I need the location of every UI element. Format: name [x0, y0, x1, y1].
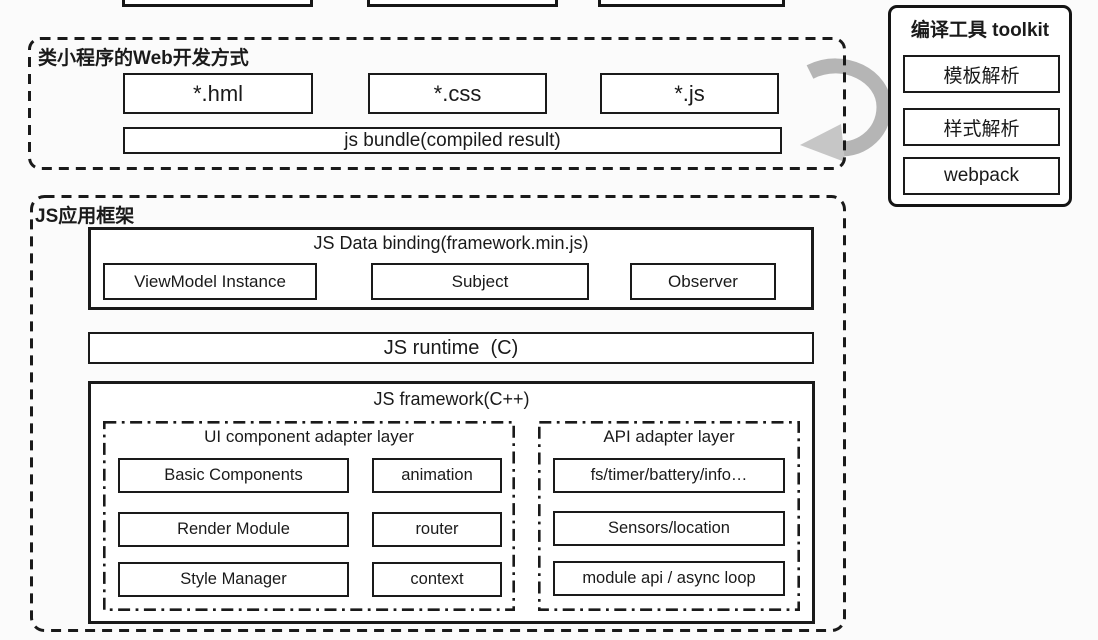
ui-adapter-title: UI component adapter layer	[204, 427, 414, 446]
js-framework-box: JS framework(C++) UI component adapter l…	[88, 381, 815, 624]
js-framework-title: JS framework(C++)	[373, 389, 530, 409]
js-runtime-box: JS runtime (C)	[88, 332, 814, 364]
module-api-async-loop-box: module api / async loop	[553, 561, 785, 596]
ui-adapter-layer: UI component adapter layer Basic Compone…	[103, 421, 515, 611]
context-box: context	[372, 562, 502, 597]
viewmodel-instance-box: ViewModel Instance	[103, 263, 317, 300]
framework-title: JS应用框架	[35, 206, 135, 227]
top-partial-box-1	[122, 0, 313, 7]
subject-box: Subject	[371, 263, 589, 300]
toolkit-item-webpack: webpack	[903, 157, 1060, 195]
js-app-framework-group: JS应用框架 JS Data binding(framework.min.js)…	[30, 195, 846, 632]
js-bundle-box: js bundle(compiled result)	[123, 127, 782, 154]
fs-timer-battery-box: fs/timer/battery/info…	[553, 458, 785, 493]
basic-components-box: Basic Components	[118, 458, 349, 493]
webdev-title: 类小程序的Web开发方式	[38, 48, 249, 69]
data-binding-title: JS Data binding(framework.min.js)	[313, 233, 589, 253]
style-manager-box: Style Manager	[118, 562, 349, 597]
file-box-css: *.css	[368, 73, 547, 114]
toolkit-title: 编译工具 toolkit	[910, 20, 1050, 41]
toolkit-item-style-parse: 样式解析	[903, 108, 1060, 146]
api-adapter-layer: API adapter layer fs/timer/battery/info……	[538, 421, 800, 611]
top-partial-box-3	[598, 0, 785, 7]
file-box-hml: *.hml	[123, 73, 313, 114]
toolkit-item-template-parse: 模板解析	[903, 55, 1060, 93]
router-box: router	[372, 512, 502, 547]
sensors-location-box: Sensors/location	[553, 511, 785, 546]
file-box-js: *.js	[600, 73, 779, 114]
render-module-box: Render Module	[118, 512, 349, 547]
api-adapter-title: API adapter layer	[603, 427, 735, 446]
observer-box: Observer	[630, 263, 776, 300]
animation-box: animation	[372, 458, 502, 493]
webdev-group: 类小程序的Web开发方式 *.hml *.css *.js js bundle(…	[28, 37, 846, 170]
toolkit-panel: 编译工具 toolkit 模板解析 样式解析 webpack	[888, 5, 1072, 207]
top-partial-box-2	[367, 0, 558, 7]
